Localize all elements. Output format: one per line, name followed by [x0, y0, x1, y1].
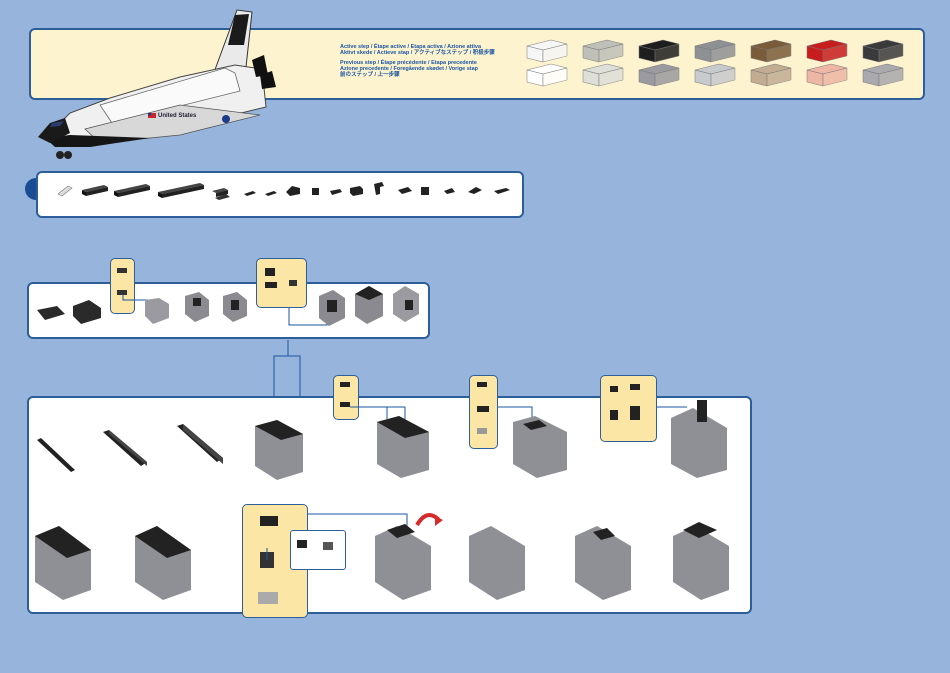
legend-previous-line1: Previous step / Étape précédente / Etapa… — [340, 60, 495, 66]
main-step-12 — [575, 526, 631, 600]
part-slope-d — [468, 187, 482, 194]
subassembly-steps — [27, 258, 437, 348]
sub-step-5 — [223, 292, 247, 322]
swatch-previous-black — [639, 64, 679, 86]
part-plate-a — [244, 191, 256, 196]
main-step-6 — [513, 416, 567, 478]
part-plate-b — [265, 191, 277, 196]
part-2x2-brick — [350, 186, 363, 196]
swatch-active-white — [527, 40, 567, 62]
main-build-steps — [27, 370, 752, 620]
main-step-10 — [375, 524, 431, 600]
legend-active-line2: Aktivt skede / Actieve stap / アクティブなステップ… — [340, 50, 495, 56]
part-1x8-brick — [158, 183, 204, 198]
sub-step-3 — [145, 298, 169, 324]
part-wedge-plate — [494, 188, 510, 194]
swatch-previous-red — [807, 64, 847, 86]
main-step-3 — [177, 424, 223, 464]
brick-color-legend — [525, 36, 905, 92]
swatch-previous-light-gray — [583, 64, 623, 86]
main-step-7 — [671, 400, 727, 478]
part-1x1-brick — [312, 188, 319, 195]
part-1x4-brick — [82, 185, 108, 196]
parts-list — [50, 178, 520, 208]
swatch-previous-white — [527, 64, 567, 86]
swatch-previous-gray — [695, 64, 735, 86]
legend-previous-line3: 前のステップ / 上一步骤 — [340, 72, 495, 78]
main-step-8 — [35, 526, 91, 600]
space-shuttle-illustration: United States — [30, 5, 280, 165]
sub-step-8 — [393, 286, 419, 322]
main-step-11 — [469, 526, 525, 600]
part-slope-a — [398, 187, 412, 194]
part-1x2-plate — [330, 189, 342, 195]
swatch-active-gray — [695, 40, 735, 62]
main-step-9 — [135, 526, 191, 600]
part-slope-c — [444, 188, 455, 194]
swatch-active-black — [639, 40, 679, 62]
part-slope-b — [421, 187, 429, 195]
swatch-previous-dark-gray — [863, 64, 903, 86]
main-step-2 — [103, 430, 147, 466]
main-step-4 — [255, 420, 303, 480]
swatch-active-red — [807, 40, 847, 62]
swatch-active-dark-gray — [863, 40, 903, 62]
swatch-active-brown — [751, 40, 791, 62]
part-curved-slope — [286, 186, 300, 196]
main-step-13 — [673, 522, 729, 600]
shuttle-label: United States — [158, 113, 197, 119]
legend-text: Active step / Étape active / Etapa activ… — [340, 44, 495, 78]
main-step-5 — [377, 416, 429, 478]
brick-separator-tool — [58, 186, 72, 196]
main-step-1 — [37, 438, 75, 472]
sub-step-6 — [319, 290, 345, 326]
sub-step-4 — [185, 292, 209, 322]
sub-step-2 — [73, 300, 101, 324]
part-bracket — [374, 182, 384, 195]
part-1x6-brick — [114, 184, 150, 197]
swatch-active-light-gray — [583, 40, 623, 62]
swatch-previous-brown — [751, 64, 791, 86]
sub-step-7 — [355, 286, 383, 324]
sub-step-1 — [37, 306, 65, 320]
